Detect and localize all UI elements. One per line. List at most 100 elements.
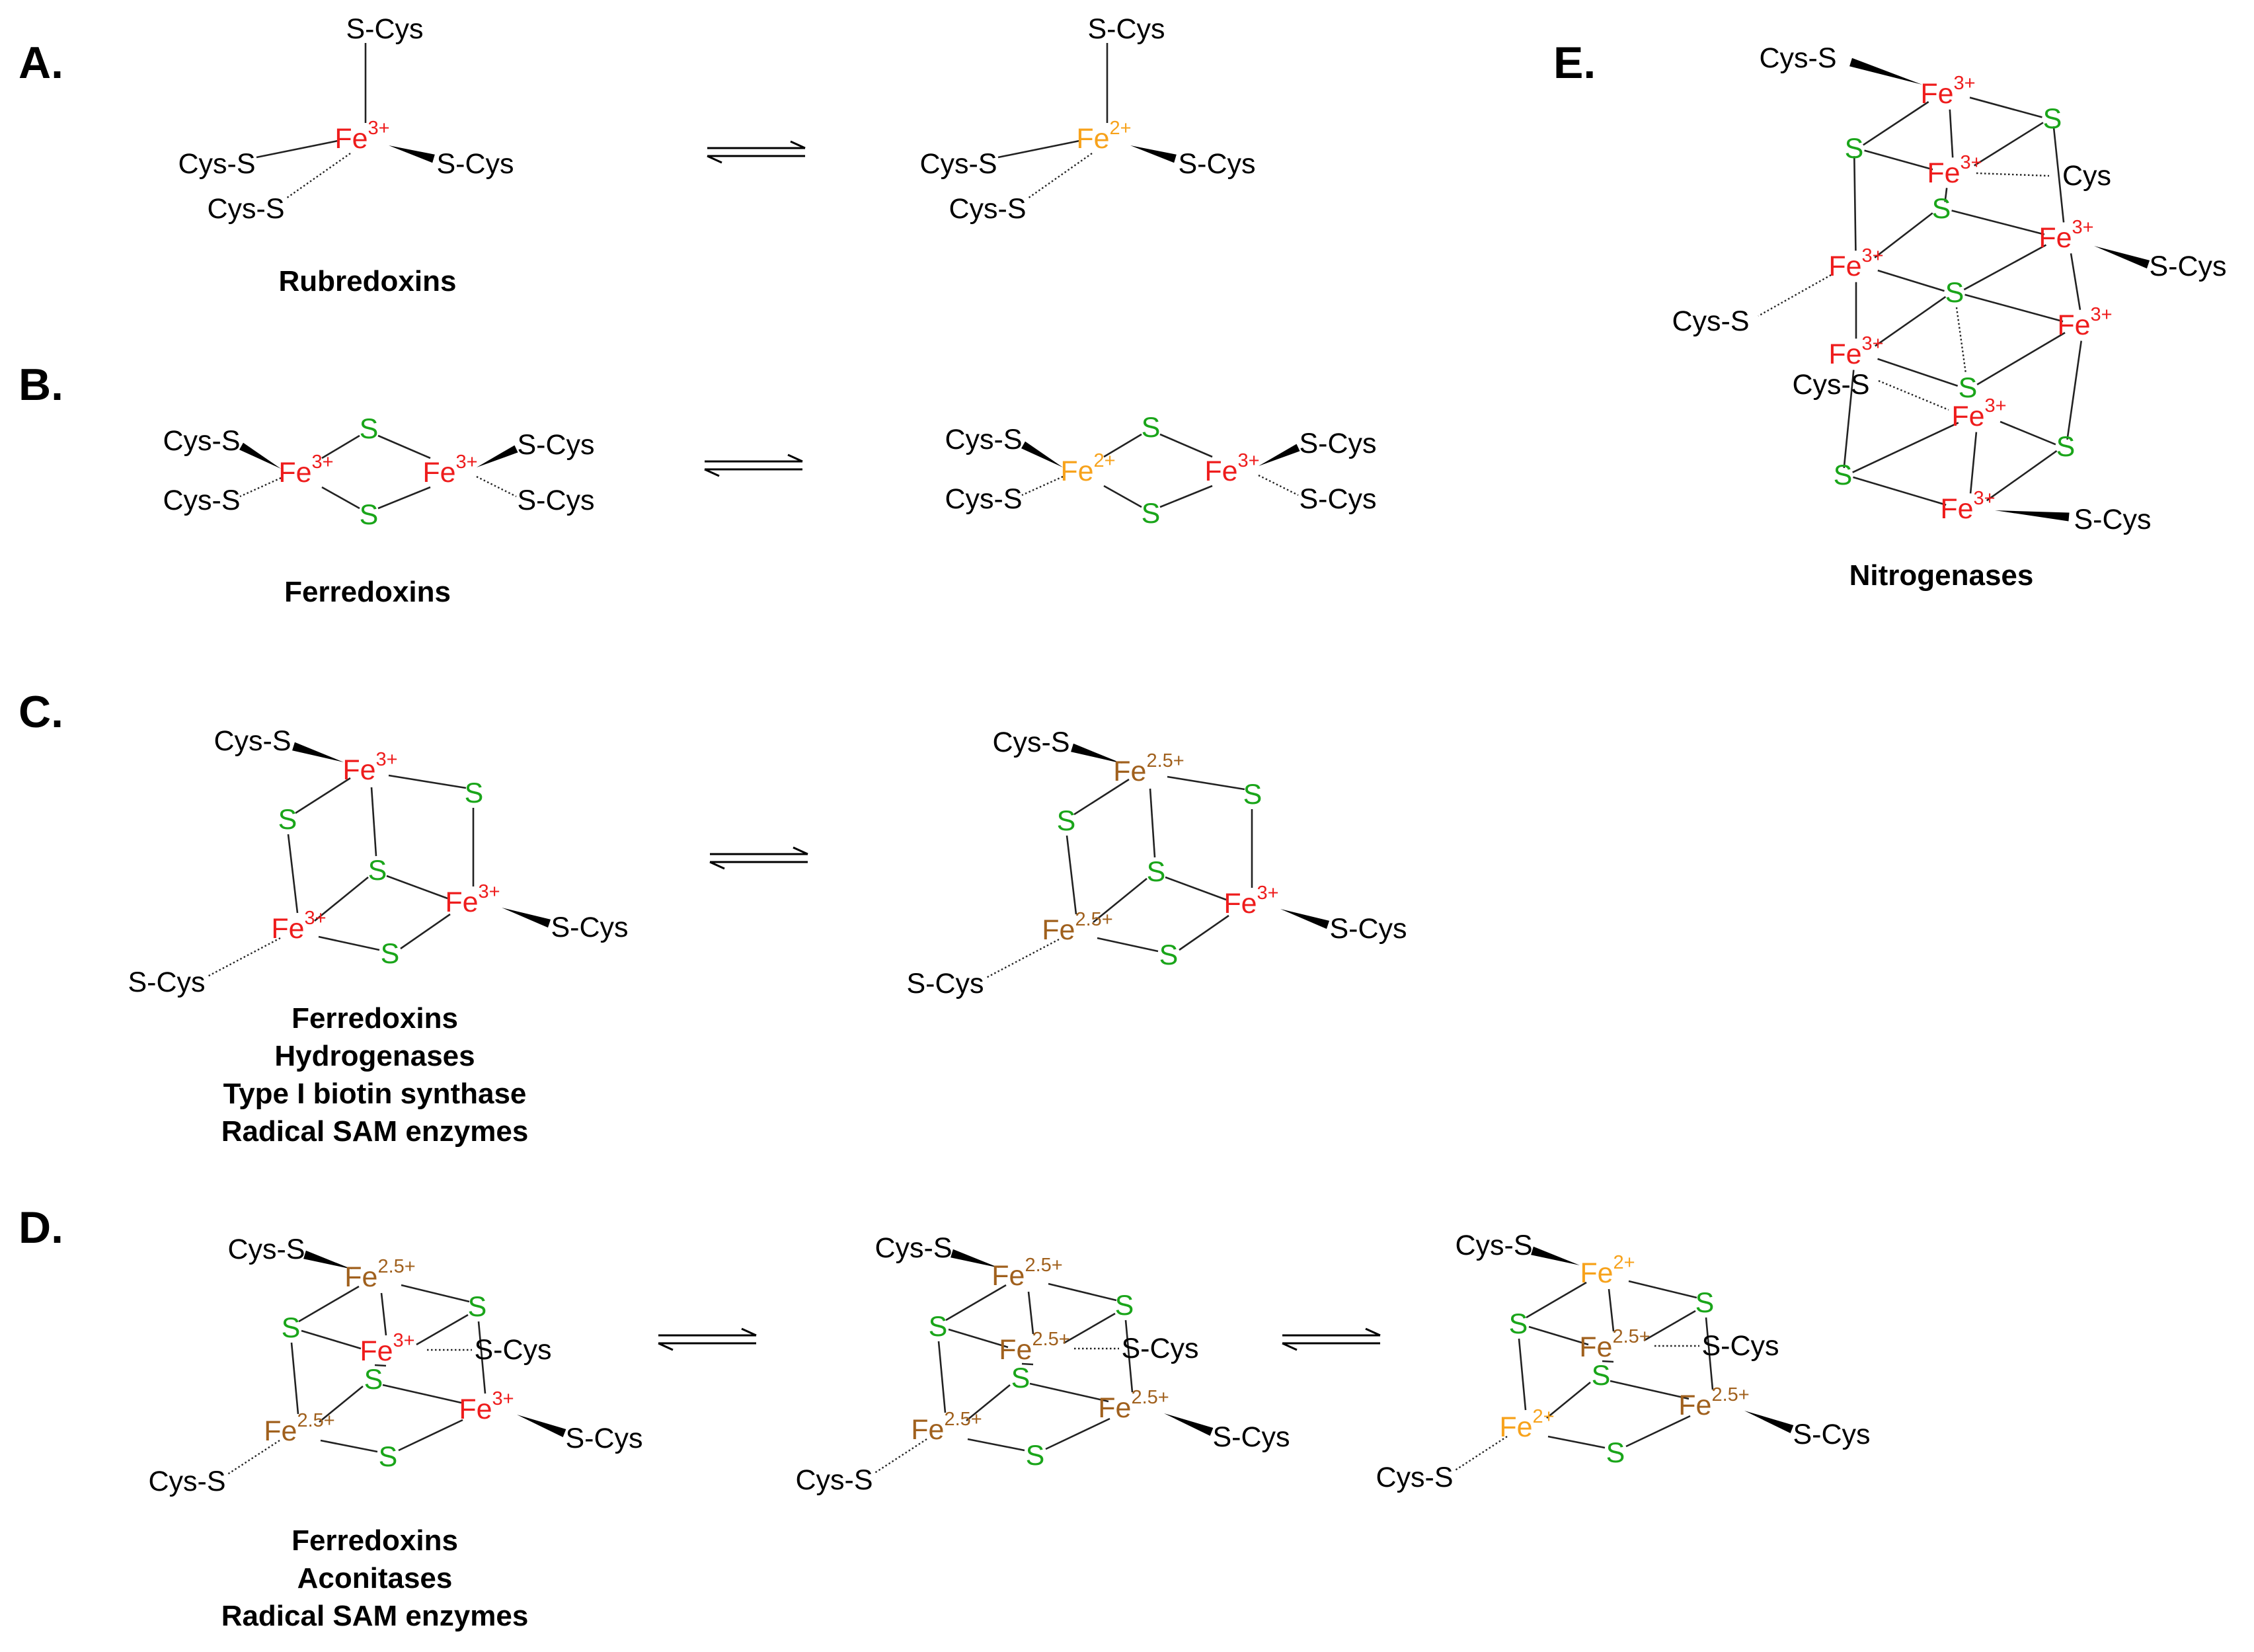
bond — [374, 1364, 387, 1367]
bond — [1528, 1325, 1589, 1346]
cysteine-ligand-label: S-Cys — [128, 966, 205, 998]
bond — [1103, 433, 1142, 458]
bond — [377, 486, 431, 510]
sulfide-atom: S — [1959, 372, 1978, 404]
cysteine-ligand-label: S-Cys — [346, 13, 423, 45]
cysteine-ligand-label: Cys-S — [1672, 305, 1749, 337]
bond — [1944, 188, 1948, 202]
bond — [1602, 1360, 1614, 1363]
cysteine-ligand-label: Cys-S — [207, 193, 284, 225]
bond — [1974, 122, 2044, 167]
hashed-bond — [1976, 172, 2050, 177]
equilibrium-arrow-c — [709, 846, 808, 870]
bond — [1027, 1291, 1034, 1335]
bond — [1097, 937, 1159, 953]
bond — [256, 139, 338, 159]
hashed-bond — [239, 477, 282, 498]
bond — [1863, 100, 1929, 146]
bond — [2070, 253, 2081, 310]
cysteine-ligand-label: Cys-S — [949, 193, 1026, 225]
bond — [314, 876, 369, 922]
sulfide-atom: S — [929, 1311, 948, 1343]
bond — [966, 1384, 1011, 1422]
bond — [1073, 778, 1130, 816]
caption-c-line-3: Type I biotin synthase — [223, 1078, 527, 1110]
bond — [1852, 422, 1959, 473]
bond — [1124, 1319, 1134, 1393]
cysteine-ligand-label: S-Cys — [1329, 913, 1407, 945]
sulfide-atom: S — [465, 777, 484, 809]
iron-atom: Fe3+ — [1204, 450, 1259, 487]
bond — [1877, 269, 1945, 292]
hashed-bond — [986, 938, 1060, 979]
cysteine-ligand-label: Cys-S — [874, 1232, 952, 1264]
iron-atom: Fe2+ — [1076, 118, 1131, 155]
iron-atom: Fe3+ — [1927, 152, 1982, 189]
sulfide-atom: S — [1845, 133, 1864, 165]
cysteine-ligand-label: Cys-S — [1792, 369, 1869, 401]
hashed-bond — [1758, 274, 1832, 317]
bond — [1526, 1281, 1587, 1319]
bond — [321, 486, 360, 510]
sulfide-atom: S — [2043, 103, 2062, 135]
iron-atom: Fe3+ — [1828, 245, 1883, 282]
bond — [298, 1285, 360, 1323]
bond — [945, 1284, 1007, 1321]
bond — [1877, 358, 1959, 387]
bond — [1843, 370, 1855, 468]
panel-letter-c: C. — [19, 687, 63, 737]
wedge-bond — [1849, 58, 1922, 85]
iron-atom: Fe2.5+ — [1098, 1387, 1169, 1424]
cysteine-ligand-label: Cys-S — [1759, 42, 1836, 74]
hashed-bond — [207, 937, 281, 978]
iron-atom: Fe3+ — [422, 452, 477, 489]
iron-atom: Fe2.5+ — [999, 1329, 1069, 1366]
iron-atom: Fe3+ — [360, 1330, 414, 1367]
caption-a-rubredoxins: Rubredoxins — [279, 265, 457, 297]
bond — [1165, 876, 1227, 901]
panel-letter-b: B. — [19, 360, 63, 410]
wedge-bond — [239, 442, 281, 469]
cysteine-ligand-label: S-Cys — [1701, 1330, 1779, 1362]
wedge-bond — [1995, 510, 2070, 522]
bond — [295, 777, 351, 814]
bond — [321, 434, 360, 459]
iron-atom: Fe3+ — [459, 1388, 514, 1425]
cysteine-ligand-label: S-Cys — [1121, 1333, 1198, 1364]
cysteine-ligand-label: Cys-S — [795, 1464, 873, 1496]
sulfide-atom: S — [381, 938, 400, 970]
sulfide-atom: S — [278, 804, 297, 836]
cysteine-ligand-label: Cys-S — [214, 725, 291, 757]
bond — [1625, 1415, 1691, 1448]
cysteine-ligand-label: Cys-S — [163, 485, 240, 516]
bond — [997, 139, 1080, 159]
cysteine-ligand-label: S-Cys — [436, 148, 514, 180]
panel-letter-e: E. — [1553, 38, 1596, 88]
bond — [1949, 109, 1954, 158]
iron-atom: Fe3+ — [1951, 395, 2006, 432]
caption-d-line-3: Radical SAM enzymes — [221, 1600, 529, 1632]
bond — [1951, 210, 2045, 235]
equilibrium-arrow-d1 — [658, 1327, 757, 1351]
cysteine-ligand-label: Cys-S — [178, 148, 255, 180]
equilibrium-arrow-d2 — [1282, 1327, 1381, 1351]
hashed-bond — [1021, 475, 1064, 496]
iron-atom: Fe2.5+ — [1579, 1326, 1650, 1363]
cysteine-ligand-label: S-Cys — [1793, 1419, 1870, 1450]
bond — [937, 1341, 947, 1413]
caption-c-line-4: Radical SAM enzymes — [221, 1115, 529, 1148]
hashed-bond — [286, 153, 351, 199]
caption-c-line-2: Hydrogenases — [274, 1040, 475, 1072]
bond — [1149, 788, 1156, 858]
iron-atom: Fe3+ — [342, 749, 397, 786]
wedge-bond — [951, 1249, 999, 1268]
bond — [320, 1439, 378, 1453]
sulfide-atom: S — [1695, 1287, 1715, 1319]
iron-atom: Fe3+ — [1224, 883, 1278, 920]
wedge-bond — [1531, 1246, 1580, 1265]
sulfide-atom: S — [1142, 498, 1161, 530]
sulfide-atom: S — [1834, 459, 1853, 491]
